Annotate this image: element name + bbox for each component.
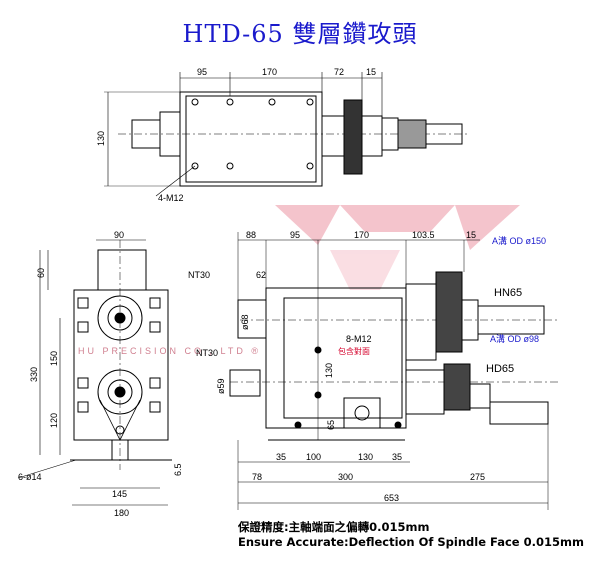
dim-front-35-left: 35 (276, 452, 286, 462)
top-view-labels: 95 170 72 15 130 4-M12 (96, 67, 376, 203)
dim-top-15: 15 (366, 67, 376, 77)
dim-side-90: 90 (114, 230, 124, 240)
dim-front-88: 88 (246, 230, 256, 240)
dim-top-130: 130 (96, 131, 106, 146)
dim-front-ø68: ø68 (240, 314, 250, 330)
label-groove-a98: A溝 OD ø98 (490, 333, 539, 344)
dim-side-145: 145 (112, 489, 127, 499)
dim-front-130-bottom: 130 (358, 452, 373, 462)
dim-top-170: 170 (262, 67, 277, 77)
side-view-labels: 90 60 150 330 120 145 180 6.5 6-ø14 (18, 230, 183, 518)
dim-side-330: 330 (29, 367, 39, 382)
dim-side-150: 150 (49, 351, 59, 366)
accuracy-chinese: 保證精度:主軸端面之偏轉0.015mm (238, 520, 430, 534)
label-hn65: HN65 (494, 287, 522, 299)
callout-side-holes: 6-ø14 (18, 472, 42, 482)
dim-front-100: 100 (306, 452, 321, 462)
label-nt30-bottom: NT30 (196, 348, 218, 358)
callout-top-m12: 4-M12 (158, 193, 184, 203)
watermark-text: HU PRECISION CO., LTD ® (78, 346, 261, 356)
watermark-logo (275, 205, 520, 290)
dim-front-15: 15 (466, 230, 476, 240)
dim-front-95: 95 (290, 230, 300, 240)
dim-side-60: 60 (36, 268, 46, 278)
side-view (17, 239, 172, 506)
dim-top-95: 95 (197, 67, 207, 77)
dim-front-78: 78 (252, 472, 262, 482)
front-view (229, 232, 560, 510)
dim-front-ø59: ø59 (216, 378, 226, 394)
label-cover: 包含對面 (338, 346, 370, 356)
dim-side-6-5: 6.5 (173, 463, 183, 476)
accuracy-english: Ensure Accurate:Deflection Of Spindle Fa… (238, 535, 584, 549)
dim-front-300: 300 (338, 472, 353, 482)
dim-top-72: 72 (334, 67, 344, 77)
dim-front-35-right: 35 (392, 452, 402, 462)
dim-front-103-5: 103.5 (412, 230, 435, 240)
front-view-labels: 88 95 170 103.5 15 NT30 62 ø68 NT30 ø59 … (188, 230, 546, 503)
label-groove-a150: A溝 OD ø150 (492, 235, 546, 246)
dim-side-180: 180 (114, 508, 129, 518)
dim-front-170: 170 (354, 230, 369, 240)
dim-front-65: 65 (326, 420, 336, 430)
top-view (104, 72, 470, 197)
dim-front-275: 275 (470, 472, 485, 482)
dim-front-130: 130 (324, 363, 334, 378)
dim-front-653: 653 (384, 493, 399, 503)
label-hd65: HD65 (486, 363, 514, 375)
dim-side-120: 120 (49, 413, 59, 428)
dim-front-62: 62 (256, 270, 266, 280)
label-nt30-top: NT30 (188, 270, 210, 280)
page-title: HTD-65 雙層鑽攻頭 (182, 20, 418, 48)
callout-front-m12: 8-M12 (346, 334, 372, 344)
